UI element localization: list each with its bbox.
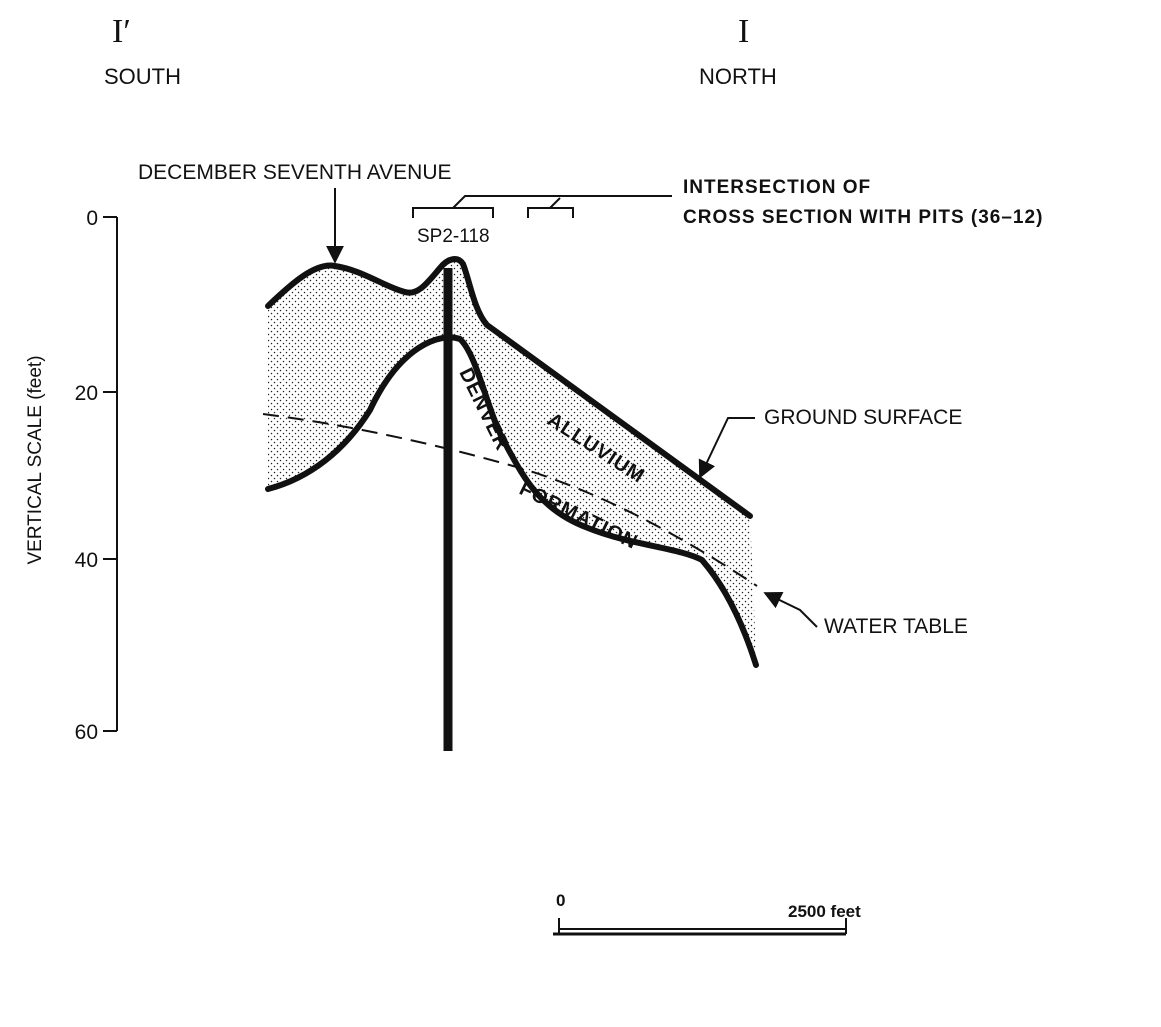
scale-end-label: 2500 feet [788, 902, 861, 921]
tick-label-20: 20 [75, 382, 98, 405]
pits-label-line2: CROSS SECTION WITH PITS (36–12) [683, 207, 1043, 228]
water-table-label: WATER TABLE [824, 615, 968, 638]
tick-label-60: 60 [75, 721, 98, 744]
pit-bracket-2 [527, 207, 574, 218]
alluvium-fill [268, 259, 756, 665]
denver-formation-line [265, 334, 759, 668]
ground-surface-line [265, 256, 753, 519]
pits-label-line1: INTERSECTION OF [683, 177, 871, 198]
pit-leader-line [452, 195, 670, 209]
vertical-axis-title: VERTICAL SCALE (feet) [25, 355, 46, 564]
ground-surface-label: GROUND SURFACE [764, 406, 962, 429]
pit-bracket-1 [412, 207, 494, 218]
scale-start-label: 0 [556, 891, 565, 910]
section-right-direction: NORTH [699, 64, 777, 89]
water-table-line [262, 413, 758, 587]
water-table-arrow [763, 591, 818, 628]
tick-label-40: 40 [75, 549, 98, 572]
tick-label-0: 0 [86, 207, 98, 230]
section-left-direction: SOUTH [104, 64, 181, 89]
street-label: DECEMBER SEVENTH AVENUE [138, 161, 452, 184]
section-left-marker: I′ [112, 13, 131, 50]
well-id-label: SP2-118 [417, 226, 490, 247]
ground-surface-arrow [698, 417, 755, 479]
section-right-marker: I [738, 13, 749, 50]
